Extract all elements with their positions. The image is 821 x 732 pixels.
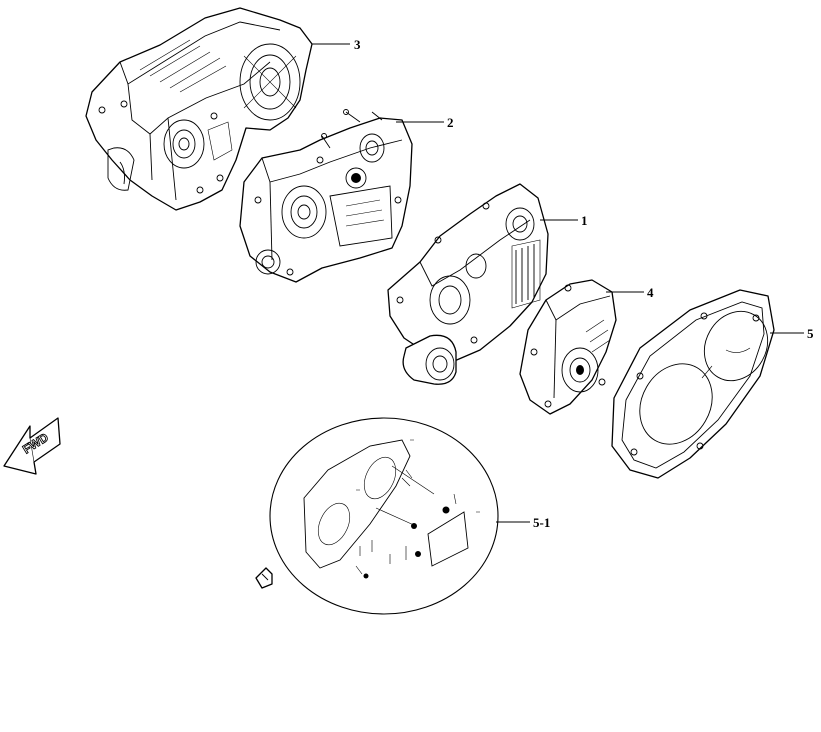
callout-5[interactable]: 5 bbox=[807, 326, 814, 341]
part-3-crankcase-assembly[interactable] bbox=[85, 7, 313, 211]
callout-3[interactable]: 3 bbox=[354, 37, 361, 52]
clip-icon bbox=[255, 567, 273, 589]
callout-1[interactable]: 1 bbox=[581, 213, 588, 228]
part-5-1-detail-view[interactable] bbox=[269, 417, 499, 615]
part-2-crankcase-left-half[interactable] bbox=[239, 109, 413, 283]
part-4-crankcase-cover[interactable] bbox=[519, 279, 617, 415]
callout-5-1[interactable]: 5-1 bbox=[533, 515, 550, 530]
callout-4[interactable]: 4 bbox=[647, 285, 654, 300]
leader-lines bbox=[312, 43, 804, 523]
callout-2[interactable]: 2 bbox=[447, 115, 454, 130]
part-1-crankcase-right-half[interactable] bbox=[387, 183, 549, 385]
fwd-direction-arrow-icon: FWD bbox=[3, 417, 61, 475]
part-5-cvt-outer-cover[interactable] bbox=[611, 289, 780, 479]
